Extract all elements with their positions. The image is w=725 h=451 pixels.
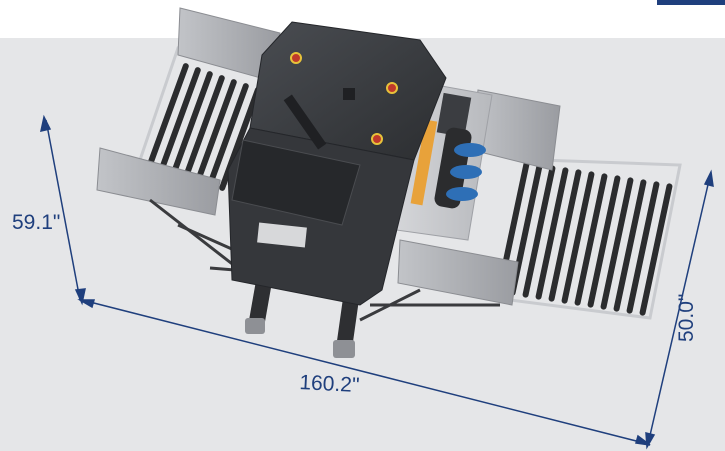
roller-bar [219,87,261,191]
feed-tray [231,139,361,226]
roller-bar [535,167,569,300]
emergency-stop-button[interactable] [290,52,302,64]
depth-dimension-line [647,175,711,445]
left-bottom-tray [96,147,221,216]
dimension-lines [40,114,714,450]
sensor-ring [454,143,486,157]
roller-bar [195,79,237,183]
height-dimension-line [45,119,81,301]
depth-dimension-label: 50.0" [675,293,698,342]
right-roller-conveyor [397,89,682,320]
depth-arrowhead-top [703,169,714,187]
roller-bar [587,175,621,308]
roller-bar [548,169,582,302]
roller-bar [639,183,673,316]
roller-bar [171,71,213,175]
handle-knob [343,88,355,100]
left-roller-conveyor [96,7,281,216]
roller-bar [183,75,225,179]
roller-bar [574,173,608,306]
roller-bar [159,67,201,171]
caster-wheels [245,282,359,358]
roller-bar [561,171,595,304]
right-bottom-tray [397,239,519,306]
width-dimension-label: 160.2" [298,371,360,398]
width-dimension-line [81,299,649,445]
indicator-strip [410,119,438,206]
sensor-ring [446,187,478,201]
roller-bar [207,83,249,187]
roller-bar [147,63,189,167]
roller-bar [522,165,556,298]
corner-accent-tab [657,0,725,5]
machine-body [227,21,447,306]
height-arrowhead-top [40,114,52,132]
width-arrowhead-left [77,299,95,309]
roller-bar [626,181,660,314]
handle [283,94,327,150]
depth-arrowhead-bottom [645,432,656,450]
emergency-stop-button[interactable] [386,82,398,94]
sensor-ring [450,165,482,179]
height-dimension-label: 59.1" [12,211,61,234]
roller-bar [600,177,634,310]
control-panel [436,92,472,138]
left-rollers [147,63,261,191]
emergency-stop-button[interactable] [371,133,383,145]
roller-bar [613,179,647,312]
right-rollers [496,161,673,316]
spec-label-plate [257,222,307,248]
